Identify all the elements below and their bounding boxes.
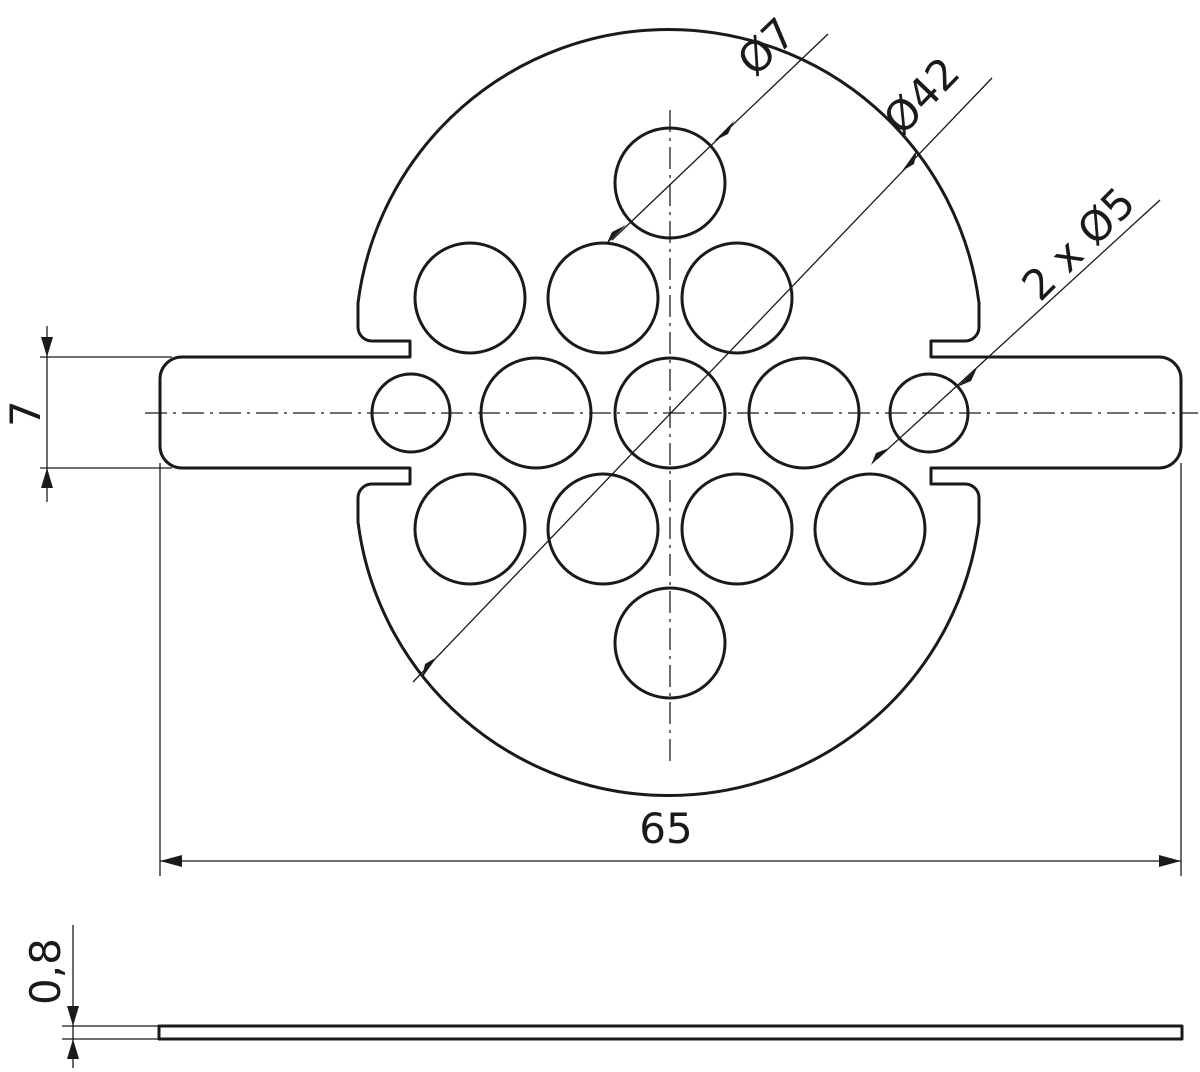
- plate-outline: [158, 27, 1183, 798]
- dim-outer-diameter-label: Ø42: [874, 48, 969, 144]
- dim-hole-small-label: 2 x Ø5: [1012, 178, 1144, 310]
- dim-overall-length: 65: [159, 463, 1182, 876]
- hole-row3-d: [813, 472, 927, 586]
- hole-bottom: [613, 586, 727, 700]
- hole-row3-a: [413, 472, 527, 586]
- hole-row2-center: [613, 356, 727, 470]
- dim-thickness: 0,8: [21, 925, 159, 1068]
- hole-row1-mid: [546, 241, 660, 355]
- dim-tab-width-label: 7: [1, 400, 50, 427]
- hole-row1-right: [680, 241, 794, 355]
- plate-side-view: [157, 1024, 1184, 1041]
- dim-overall-length-label: 65: [639, 804, 692, 853]
- dim-hole-small: 2 x Ø5: [871, 178, 1161, 465]
- hole-row3-b: [546, 472, 660, 586]
- hole-row3-c: [680, 472, 794, 586]
- dim-hole-large-label: Ø7: [728, 8, 805, 85]
- dim-tab-width: 7: [1, 326, 172, 502]
- hole-row1-left: [413, 241, 527, 355]
- holes: [370, 126, 970, 700]
- dim-outer-diameter: Ø42: [412, 48, 993, 683]
- dim-thickness-label: 0,8: [21, 938, 70, 1005]
